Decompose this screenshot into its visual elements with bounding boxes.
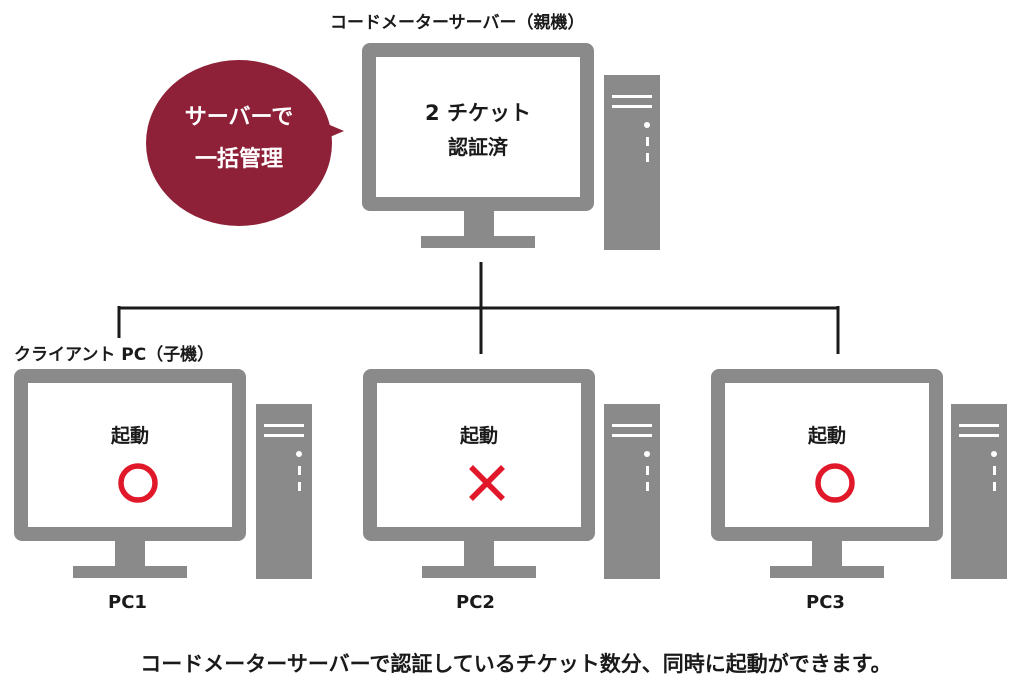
tower-indicator	[646, 137, 649, 146]
bubble-line-1: サーバーで	[184, 105, 294, 130]
pc3-name: PC3	[806, 592, 845, 613]
power-light-icon	[991, 451, 997, 457]
tower-indicator	[298, 482, 301, 491]
bubble-line-2: 一括管理	[194, 147, 283, 172]
pc2-monitor-neck	[464, 540, 494, 566]
pc2-tower	[604, 404, 660, 579]
pc2-name: PC2	[456, 592, 495, 613]
pc3-monitor-neck	[812, 540, 842, 566]
tower-slot	[612, 424, 652, 427]
tower-slot	[264, 434, 304, 437]
tower-indicator	[646, 153, 649, 162]
pc3-screen-label: 起動	[807, 425, 846, 447]
pc1-name: PC1	[108, 592, 147, 613]
tower-indicator	[298, 466, 301, 475]
pc2-monitor-screen: 起動	[363, 369, 595, 541]
tower-slot	[612, 95, 652, 98]
pc1-monitor-base	[73, 566, 187, 578]
tower-indicator	[646, 482, 649, 491]
circle-icon	[118, 463, 158, 503]
pc2-monitor-base	[422, 566, 536, 578]
power-light-icon	[644, 122, 650, 128]
pc1-monitor-neck	[115, 540, 145, 566]
server-title: コードメーターサーバー（親機）	[330, 13, 585, 33]
server-monitor-screen: 2 チケット 認証済	[362, 43, 594, 211]
server-screen-line-1: 2 チケット	[425, 101, 531, 125]
pc3-monitor-screen: 起動	[711, 369, 943, 541]
circle-icon	[815, 463, 855, 503]
power-light-icon	[296, 451, 302, 457]
tower-slot	[264, 424, 304, 427]
tower-slot	[959, 424, 999, 427]
server-monitor-base	[421, 236, 535, 248]
pc1-tower	[256, 404, 312, 579]
pc2-screen-label: 起動	[459, 425, 498, 447]
speech-bubble: サーバーで 一括管理	[146, 60, 332, 226]
tower-slot	[612, 434, 652, 437]
client-group-label: クライアント PC（子機）	[14, 345, 215, 365]
tower-indicator	[993, 466, 996, 475]
pc1-screen-label: 起動	[110, 425, 149, 447]
pc1-monitor-screen: 起動	[14, 369, 246, 541]
server-screen-line-2: 認証済	[448, 135, 508, 159]
server-tower	[604, 75, 660, 250]
pc3-monitor-base	[770, 566, 884, 578]
tower-slot	[959, 434, 999, 437]
cross-icon	[469, 465, 505, 501]
tower-slot	[612, 105, 652, 108]
footer-caption: コードメーターサーバーで認証しているチケット数分、同時に起動ができます。	[140, 652, 892, 676]
server-monitor-neck	[464, 210, 494, 236]
tower-indicator	[993, 482, 996, 491]
power-light-icon	[644, 451, 650, 457]
pc3-tower	[951, 404, 1007, 579]
tower-indicator	[646, 466, 649, 475]
